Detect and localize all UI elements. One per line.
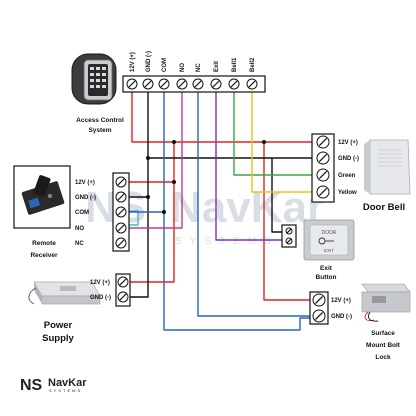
access-control-terminal-label: COM <box>162 58 168 72</box>
watermark-brand: NavKar <box>170 183 324 232</box>
wire-black-exit <box>271 158 282 233</box>
bolt-lock-terminal-label: 12V (+) <box>331 298 351 304</box>
exit-button: DOOR EXIT Exit Button <box>281 219 355 281</box>
power-supply-terminal-label: 12V (+) <box>90 280 110 286</box>
door-bell-terminal-label: Green <box>338 173 356 179</box>
door-bell-terminal-label: GND (-) <box>338 156 359 162</box>
watermark-sub: SYSTEMS <box>175 236 279 247</box>
access-control-label-2: System <box>88 127 111 134</box>
door-bell-label: Door Bell <box>363 202 405 213</box>
power-supply-terminal-label: GND (-) <box>90 295 111 301</box>
wire-green-bell1 <box>233 92 312 176</box>
junction-dot <box>162 210 166 214</box>
remote-receiver-label-2: Receiver <box>30 252 58 259</box>
power-supply-label-2: Supply <box>42 333 74 344</box>
junction-dot <box>172 140 176 144</box>
access-control-terminal-label: Exit <box>214 61 220 72</box>
junction-dot <box>262 140 266 144</box>
remote-receiver-terminal-label: 12V (+) <box>75 180 95 186</box>
navkar-logo: NS NavKar SYSTEMS <box>20 377 87 394</box>
junction-dot <box>146 156 150 160</box>
exit-button-label-1: Exit <box>320 265 333 272</box>
access-control-terminal-label: NC <box>196 63 202 72</box>
wires <box>129 92 312 331</box>
logo-sub: SYSTEMS <box>49 388 82 393</box>
access-control-terminal-label: 12V (+) <box>130 52 136 72</box>
remote-receiver-label-1: Remote <box>32 240 56 247</box>
remote-receiver-icon <box>21 175 65 215</box>
access-control-terminal-label: GND (-) <box>146 51 152 72</box>
junction-dot <box>172 180 176 184</box>
exit-button-label-2: Button <box>316 274 337 281</box>
wire-purple-exit <box>215 92 282 241</box>
power-supply-label-1: Power <box>44 320 73 331</box>
junction-dot <box>146 195 150 199</box>
wire-yellow-bell2 <box>251 92 312 193</box>
access-control-label-1: Access Control <box>76 117 124 124</box>
exit-button-face-bottom: EXIT <box>324 248 334 253</box>
remote-receiver: Remote Receiver 12V (+) GND (-) COM NO NC <box>13 165 130 259</box>
door-bell-icon <box>364 139 411 195</box>
exit-button-face-top: DOOR <box>322 230 337 236</box>
logo-brand: NavKar <box>48 377 87 389</box>
bolt-lock-icon <box>361 283 411 322</box>
door-bell-terminal-label: Yellow <box>338 190 357 196</box>
bolt-lock-label-1: Surface <box>371 330 395 337</box>
logo-mark: NS <box>20 377 43 394</box>
access-control-terminal-label: Bell1 <box>232 57 238 72</box>
remote-receiver-terminal-label: NC <box>75 241 84 247</box>
access-control-system: Access Control System 12V (+) GND (-) COM N… <box>71 51 266 134</box>
wire-lightblue-bridge <box>129 210 139 226</box>
bolt-lock-label-3: Lock <box>375 354 391 361</box>
wire-pink-no <box>129 92 183 229</box>
power-supply: Power Supply 12V (+) GND (-) <box>28 273 131 344</box>
exit-button-icon: DOOR EXIT <box>303 219 355 261</box>
bolt-lock-label-2: Mount Bolt <box>366 342 401 349</box>
access-control-terminal-label: NO <box>180 63 186 72</box>
door-bell-terminal-label: 12V (+) <box>338 140 358 146</box>
remote-receiver-terminal-label: NO <box>75 226 84 232</box>
keypad-reader-icon <box>71 53 117 105</box>
power-supply-icon <box>28 281 101 305</box>
access-control-terminal-label: Bell2 <box>250 57 256 72</box>
bolt-lock: 12V (+) GND (-) Surface Mount Bolt Lock <box>309 283 411 361</box>
door-bell-terminal-block <box>311 133 335 203</box>
bolt-lock-terminal-label: GND (-) <box>331 314 352 320</box>
remote-receiver-terminal-label: COM <box>75 210 89 216</box>
remote-receiver-terminal-label: GND (-) <box>75 195 96 201</box>
exit-button-terminal-block <box>281 224 297 248</box>
wire-blue-nc <box>197 92 310 317</box>
